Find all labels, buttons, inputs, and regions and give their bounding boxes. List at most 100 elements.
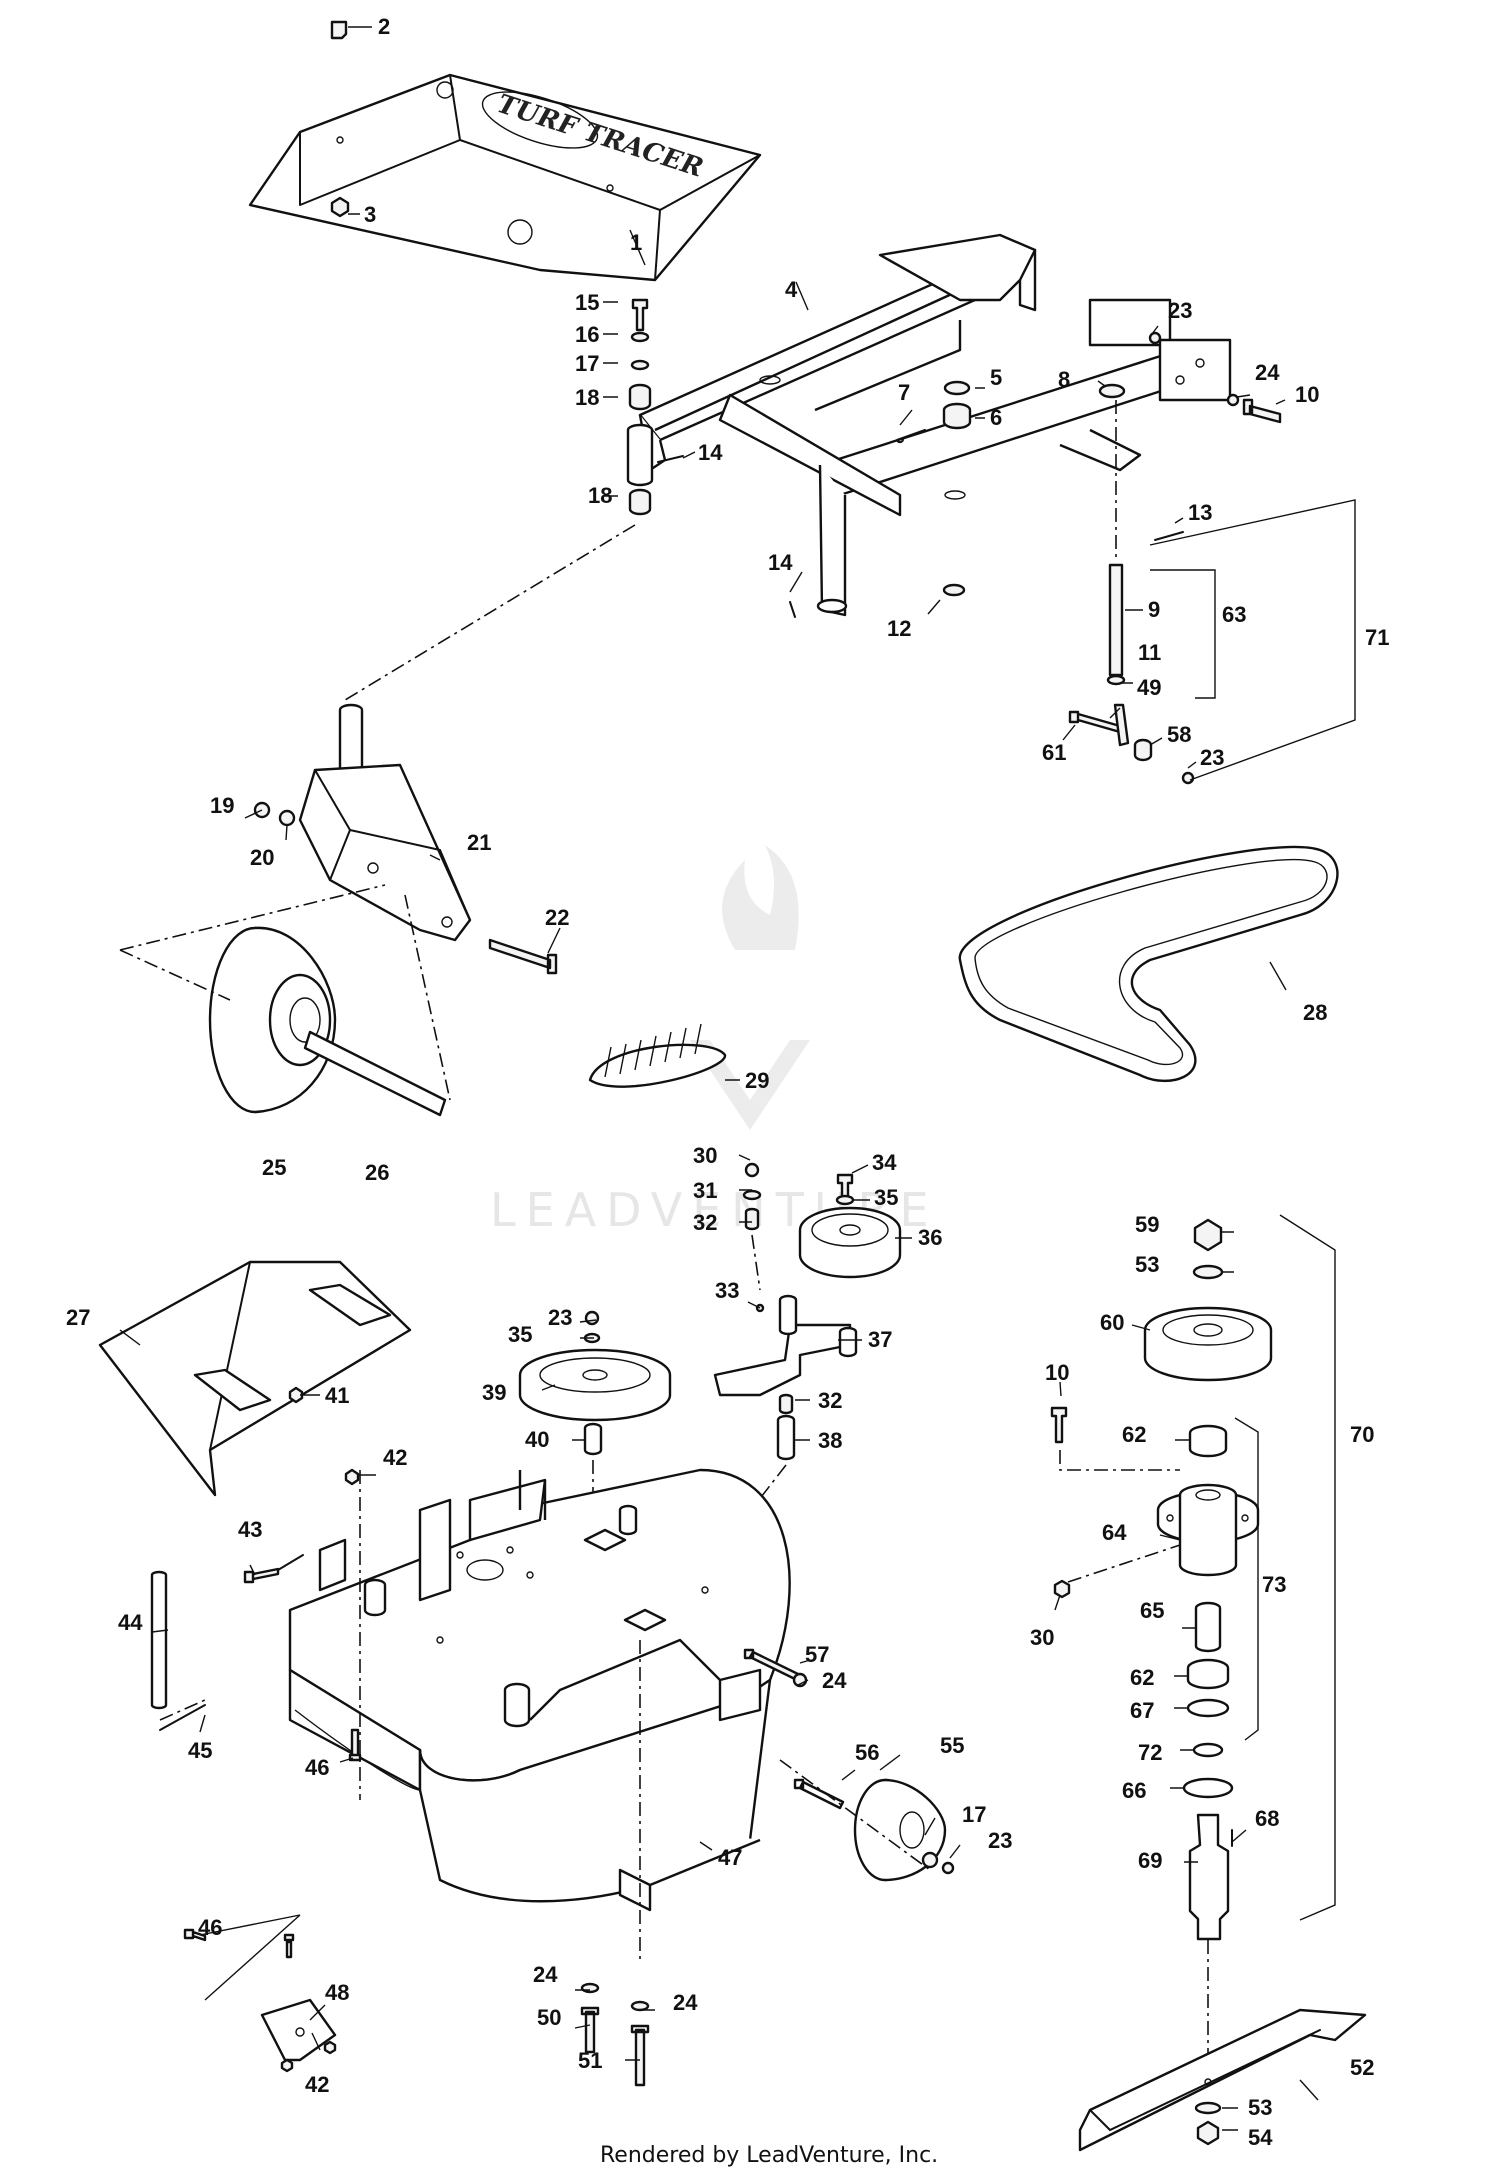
washer-part — [1098, 383, 1126, 399]
callout-60: 60 — [1100, 1310, 1124, 1335]
knob-part — [330, 20, 348, 40]
callout-9: 9 — [1148, 597, 1160, 622]
spindle-shaft-part — [1188, 1813, 1230, 1941]
callout-10: 10 — [1295, 382, 1319, 407]
callout-4: 4 — [785, 277, 798, 302]
caster-wheel-part — [208, 926, 337, 1114]
callout-5: 5 — [990, 365, 1002, 390]
discharge-chute-part — [98, 1260, 412, 1497]
callout-43: 43 — [238, 1517, 262, 1542]
idler-pulley-part — [798, 1206, 902, 1279]
bolt-part — [1050, 1406, 1068, 1444]
callout-26: 26 — [365, 1160, 389, 1185]
spindle-housing-part — [1156, 1483, 1260, 1577]
callout-8: 8 — [1058, 367, 1070, 392]
cotter-pin-part — [789, 601, 796, 618]
callout-19: 19 — [210, 793, 234, 818]
callout-46b: 46 — [198, 1915, 222, 1940]
bracket-63 — [1150, 569, 1216, 699]
baffle-part — [260, 1998, 337, 2062]
callout-64: 64 — [1102, 1520, 1127, 1545]
nut-part — [288, 1386, 304, 1404]
washer-part — [1182, 1777, 1234, 1799]
bearing-part — [1186, 1658, 1230, 1690]
belt-part — [958, 845, 1339, 1083]
callout-50: 50 — [537, 2005, 561, 2030]
callout-24c: 24 — [533, 1962, 558, 1987]
cotter-pin-part — [657, 455, 684, 463]
spacer-part — [1133, 738, 1153, 762]
frame-part — [638, 233, 1232, 617]
callout-52: 52 — [1350, 2055, 1374, 2080]
callout-35b: 35 — [508, 1322, 532, 1347]
callout-44: 44 — [118, 1610, 143, 1635]
callout-24d: 24 — [673, 1990, 698, 2015]
washer-part — [1192, 1742, 1224, 1758]
callout-7: 7 — [898, 380, 910, 405]
callout-25: 25 — [262, 1155, 286, 1180]
washer-part — [943, 380, 971, 396]
callout-14: 14 — [698, 440, 723, 465]
callout-16: 16 — [575, 322, 599, 347]
bolt-part — [283, 1933, 295, 1959]
washer-part — [742, 1189, 762, 1201]
callout-29: 29 — [745, 1068, 769, 1093]
callout-65: 65 — [1140, 1598, 1164, 1623]
callout-36: 36 — [918, 1225, 942, 1250]
spacer-tube-part — [1194, 1601, 1222, 1653]
callout-23b: 23 — [1200, 745, 1224, 770]
callout-15: 15 — [575, 290, 599, 315]
callout-62b: 62 — [1130, 1665, 1154, 1690]
bolt-part — [488, 938, 558, 975]
washer-part — [580, 1982, 600, 1994]
callout-6: 6 — [990, 405, 1002, 430]
callout-18b: 18 — [588, 483, 612, 508]
washer-part — [278, 809, 296, 827]
callout-22: 22 — [545, 905, 569, 930]
callout-57: 57 — [805, 1642, 829, 1667]
handle-part — [1113, 703, 1130, 747]
washer-part — [942, 583, 966, 597]
pivot-part — [776, 1414, 796, 1461]
nut-part — [1148, 331, 1162, 345]
cotter-pin-part — [896, 429, 926, 444]
nut-part — [584, 1310, 600, 1326]
callout-2: 2 — [378, 14, 390, 39]
callout-3: 3 — [364, 202, 376, 227]
axle-part — [303, 1030, 447, 1117]
callout-53: 53 — [1135, 1252, 1159, 1277]
callout-69: 69 — [1138, 1848, 1162, 1873]
washer-part — [1106, 674, 1126, 686]
nut-part — [744, 1162, 760, 1178]
callout-61: 61 — [1042, 740, 1066, 765]
callout-37: 37 — [868, 1327, 892, 1352]
callout-20: 20 — [250, 845, 274, 870]
callout-28: 28 — [1303, 1000, 1327, 1025]
callout-24: 24 — [1255, 360, 1280, 385]
callout-17b: 17 — [962, 1802, 986, 1827]
callout-32: 32 — [693, 1210, 717, 1235]
callout-39: 39 — [482, 1380, 506, 1405]
snap-ring-part — [1186, 1698, 1230, 1718]
callout-67: 67 — [1130, 1698, 1154, 1723]
bracket-70 — [1279, 1214, 1336, 1921]
callout-40: 40 — [525, 1427, 549, 1452]
height-rod-part — [1108, 563, 1124, 677]
spring-part — [588, 1023, 727, 1088]
callout-31: 31 — [693, 1178, 717, 1203]
callout-10b: 10 — [1045, 1360, 1069, 1385]
washer-part — [1192, 1264, 1224, 1280]
callout-62: 62 — [1122, 1422, 1146, 1447]
callout-11: 11 — [1138, 640, 1161, 665]
rod-part — [150, 1570, 168, 1710]
bolt-part — [348, 1728, 362, 1762]
callout-48: 48 — [325, 1980, 349, 2005]
caster-arm-part — [298, 703, 472, 942]
bracket-71 — [1149, 499, 1356, 781]
nut-part — [1193, 1218, 1223, 1252]
callout-34: 34 — [872, 1150, 897, 1175]
bearing-part — [1188, 1424, 1228, 1458]
callout-30b: 30 — [1030, 1625, 1054, 1650]
callout-32b: 32 — [818, 1388, 842, 1413]
callout-24b: 24 — [822, 1668, 847, 1693]
